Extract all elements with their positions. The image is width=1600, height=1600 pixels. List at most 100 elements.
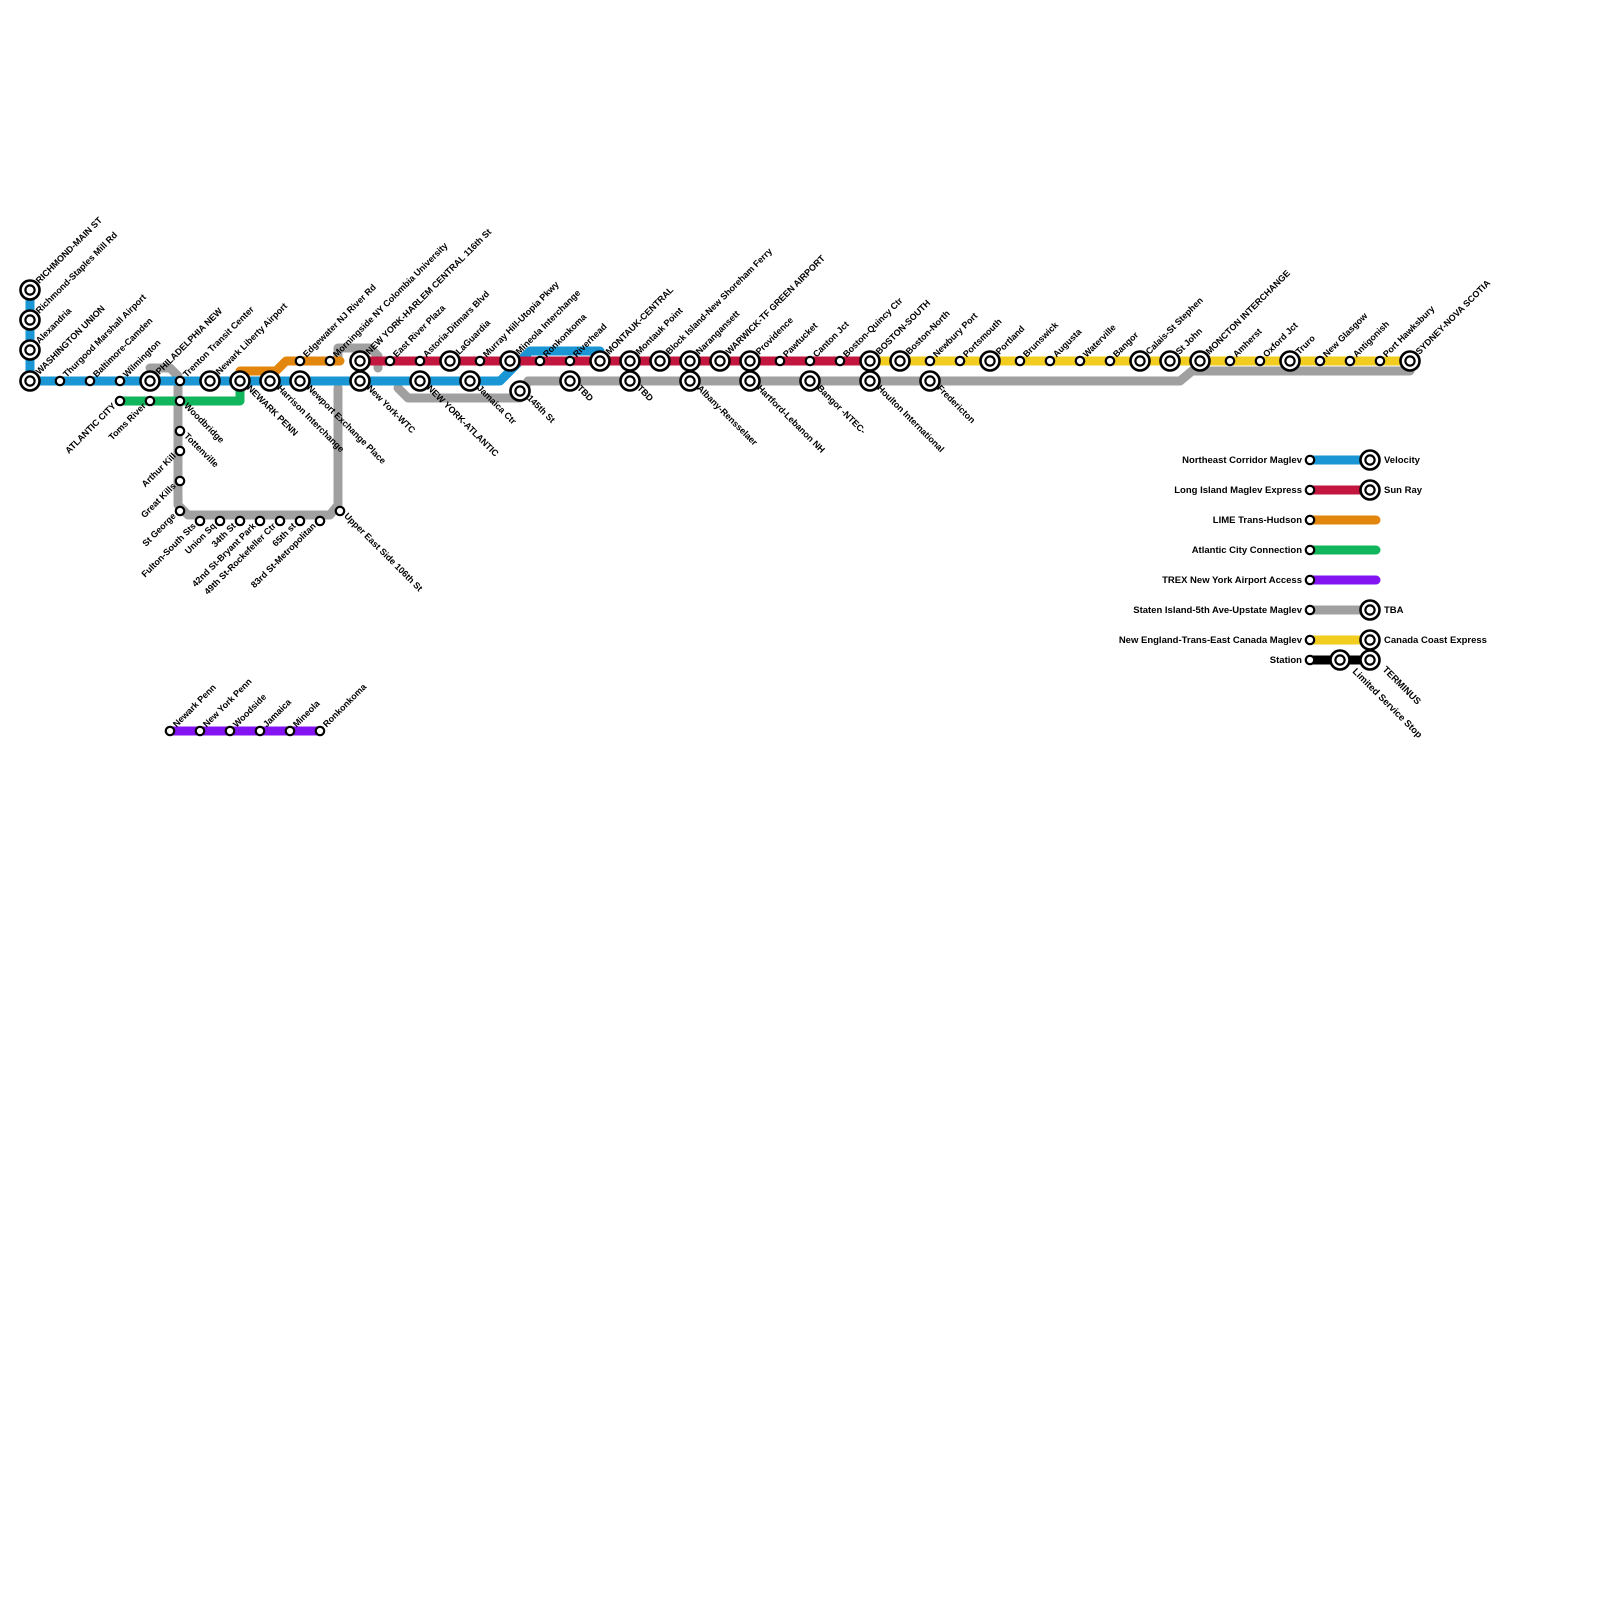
boston-quincy-stop[interactable] (834, 355, 846, 367)
new-glasgow-stop[interactable] (1314, 355, 1326, 367)
harrison-stop-inner (264, 375, 276, 387)
tottenville-stop[interactable] (174, 425, 186, 437)
wilmington-stop[interactable] (114, 375, 126, 387)
newark-liberty-stop-inner (204, 375, 216, 387)
pawtucket-stop[interactable] (774, 355, 786, 367)
legend-terminus-inner (1364, 484, 1376, 496)
houlton-stop-inner (864, 375, 876, 387)
legend-line-label: Long Island Maglev Express (1174, 485, 1302, 496)
astoria-stop[interactable] (414, 355, 426, 367)
great-kills-stop[interactable] (174, 475, 186, 487)
east-river-stop[interactable] (384, 355, 396, 367)
station-label-trex-mineola: Mineola (291, 698, 322, 729)
station-label-calais: Calais-St Stephen (1144, 295, 1205, 356)
newport-stop-inner (294, 375, 306, 387)
augusta-stop[interactable] (1044, 355, 1056, 367)
st145-stop-inner (514, 385, 526, 397)
station-label-tbd2: TBD (635, 383, 656, 404)
narangansett-stop-inner (684, 355, 696, 367)
trex-newark-stop[interactable] (164, 725, 176, 737)
amherst-stop[interactable] (1224, 355, 1236, 367)
ny-harlem-stop-inner (354, 355, 366, 367)
legend-limited-inner (1334, 654, 1346, 666)
ronkonkoma-stop[interactable] (534, 355, 546, 367)
morningside-stop[interactable] (324, 355, 336, 367)
station-label-block-island: Block Island-New Shoreham Ferry (664, 246, 774, 356)
hartford-stop-inner (744, 375, 756, 387)
laguardia-stop-inner (444, 355, 456, 367)
trex-nypenn-stop[interactable] (194, 725, 206, 737)
station-label-houlton: Houlton International (875, 383, 946, 454)
newbury-stop[interactable] (924, 355, 936, 367)
bangor-stop[interactable] (1104, 355, 1116, 367)
staten-island-5th-ave-upstate-main-line (393, 366, 1415, 403)
ny-atlantic-stop-inner (414, 375, 426, 387)
station-label-st145: 145th St (525, 393, 557, 425)
richmond-staples-stop-inner (24, 314, 36, 326)
station-label-atlantic-city: ATLANTIC CITY (63, 401, 118, 456)
riverhead-stop[interactable] (564, 355, 576, 367)
trex-mineola-stop[interactable] (284, 725, 296, 737)
arthur-kill-stop[interactable] (174, 445, 186, 457)
st34-stop[interactable] (234, 515, 246, 527)
baltimore-camden-stop[interactable] (84, 375, 96, 387)
legend-station-stop (1304, 454, 1316, 466)
portland-stop-inner (984, 355, 996, 367)
st-john-stop-inner (1164, 355, 1176, 367)
legend-line-label: TREX New York Airport Access (1162, 575, 1302, 586)
station-label-upper-east: Upper East Side 106th St (342, 511, 424, 593)
st83-stop[interactable] (314, 515, 326, 527)
st65-stop[interactable] (294, 515, 306, 527)
legend-service-name: Canada Coast Express (1384, 635, 1487, 646)
st-george-stop[interactable] (174, 505, 186, 517)
trex-woodside-stop[interactable] (224, 725, 236, 737)
legend-terminus-inner (1364, 604, 1376, 616)
station-label-trex-ronkonkoma: Ronkonkoma (321, 681, 369, 729)
waterville-stop[interactable] (1074, 355, 1086, 367)
toms-river-stop[interactable] (144, 395, 156, 407)
antigonish-stop[interactable] (1344, 355, 1356, 367)
st49-stop[interactable] (274, 515, 286, 527)
legend-station-stop (1304, 634, 1316, 646)
station-markers (19, 279, 1421, 737)
woodbridge-stop[interactable] (174, 395, 186, 407)
warwick-stop-inner (714, 355, 726, 367)
sydney-stop-inner (1404, 355, 1416, 367)
station-label-truro: Truro (1294, 333, 1318, 357)
albany-stop-inner (684, 375, 696, 387)
edgewater-stop[interactable] (294, 355, 306, 367)
trenton-stop[interactable] (174, 375, 186, 387)
portsmouth-stop[interactable] (954, 355, 966, 367)
legend-station-label: Station (1270, 655, 1302, 666)
mineola-ic-stop-inner (504, 355, 516, 367)
legend-station-stop (1304, 484, 1316, 496)
thurgood-stop[interactable] (54, 375, 66, 387)
philadelphia-stop-inner (144, 375, 156, 387)
newark-penn-stop-inner (234, 375, 246, 387)
trex-jamaica-stop[interactable] (254, 725, 266, 737)
montauk-point-stop-inner (624, 355, 636, 367)
bangor-ntec-stop-inner (804, 375, 816, 387)
legend-service-name: Sun Ray (1384, 485, 1423, 496)
upper-east-stop[interactable] (334, 505, 346, 517)
trex-ronkonkoma-stop[interactable] (314, 725, 326, 737)
brunswick-stop[interactable] (1014, 355, 1026, 367)
canton-stop[interactable] (804, 355, 816, 367)
fulton-stop[interactable] (194, 515, 206, 527)
port-hawksbury-stop[interactable] (1374, 355, 1386, 367)
murray-hill-stop[interactable] (474, 355, 486, 367)
legend-terminus-inner (1364, 454, 1376, 466)
providence-stop-inner (744, 355, 756, 367)
oxford-stop[interactable] (1254, 355, 1266, 367)
legend-service-name: Velocity (1384, 455, 1421, 466)
boston-south-stop-inner (864, 355, 876, 367)
moncton-stop-inner (1194, 355, 1206, 367)
atlantic-city-stop[interactable] (114, 395, 126, 407)
st42-stop[interactable] (254, 515, 266, 527)
legend-line-label: New England-Trans-East Canada Maglev (1119, 635, 1303, 646)
union-sq-stop[interactable] (214, 515, 226, 527)
legend-line-label: Atlantic City Connection (1192, 545, 1303, 556)
tbd2-stop-inner (624, 375, 636, 387)
